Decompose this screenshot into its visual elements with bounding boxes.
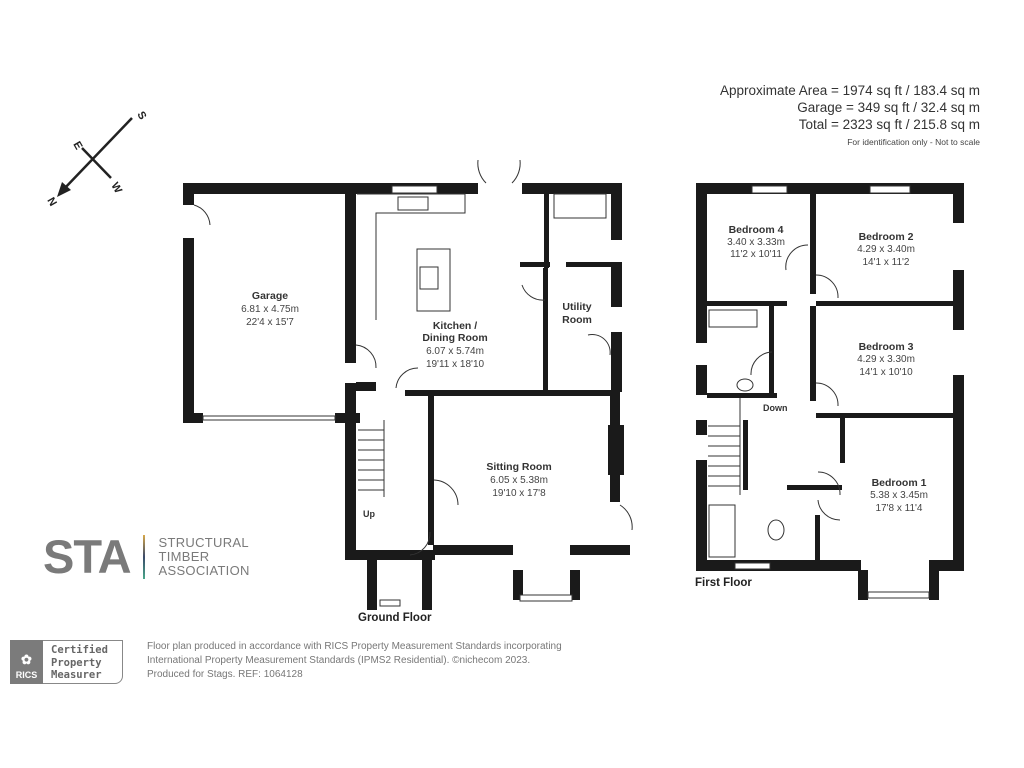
bedroom1-name: Bedroom 1 xyxy=(872,477,927,489)
ground-floor-label: Ground Floor xyxy=(358,612,432,624)
bedroom4-name: Bedroom 4 xyxy=(729,224,784,236)
utility-name-line1: Utility xyxy=(562,301,591,313)
rics-badge: ✿ RICS Certified Property Measurer xyxy=(10,640,123,684)
first-floor-label: First Floor xyxy=(695,577,752,589)
bedroom3-imperial: 14'1 x 10'10 xyxy=(859,367,913,378)
footer-disclaimer: Floor plan produced in accordance with R… xyxy=(147,640,562,682)
rics-lion-icon: ✿ xyxy=(21,652,32,667)
bedroom1-imperial: 17'8 x 11'4 xyxy=(875,503,922,514)
sta-line3: ASSOCIATION xyxy=(158,563,250,578)
stairs-down-label: Down xyxy=(763,403,788,413)
bedroom1-metric: 5.38 x 3.45m xyxy=(870,490,928,501)
garage-metric: 6.81 x 4.75m xyxy=(241,304,299,315)
bedroom3-metric: 4.29 x 3.30m xyxy=(857,354,915,365)
utility-name-line2: Room xyxy=(562,314,592,326)
sitting-room-metric: 6.05 x 5.38m xyxy=(490,475,548,486)
bedroom4-imperial: 11'2 x 10'11 xyxy=(730,249,782,260)
footer-line2: International Property Measurement Stand… xyxy=(147,655,531,666)
bedroom2-imperial: 14'1 x 11'2 xyxy=(862,257,909,268)
kitchen-name-line1: Kitchen / xyxy=(433,320,477,332)
sitting-room-imperial: 19'10 x 17'8 xyxy=(492,488,546,499)
sta-line2: TIMBER xyxy=(158,549,210,564)
stairs-up-label: Up xyxy=(363,509,375,519)
garage-name: Garage xyxy=(252,290,288,302)
area-summary: Approximate Area = 1974 sq ft / 183.4 sq… xyxy=(720,82,980,147)
total-area-text: Total = 2323 sq ft / 215.8 sq m xyxy=(798,117,980,132)
rics-logo-text: RICS xyxy=(15,670,38,680)
footer-line3: Produced for Stags. REF: 1064128 xyxy=(147,669,303,680)
compass-icon: S E W N xyxy=(44,110,148,209)
approx-area-text: Approximate Area = 1974 sq ft / 183.4 sq… xyxy=(719,83,980,98)
kitchen-metric: 6.07 x 5.74m xyxy=(426,346,484,357)
rics-logo: ✿ RICS xyxy=(10,640,43,684)
footer-line1: Floor plan produced in accordance with R… xyxy=(147,641,562,652)
scale-note: For identification only - Not to scale xyxy=(847,137,980,147)
garage-imperial: 22'4 x 15'7 xyxy=(246,317,294,328)
bedroom4-metric: 3.40 x 3.33m xyxy=(727,237,785,248)
bedroom2-name: Bedroom 2 xyxy=(859,231,914,243)
garage-area-text: Garage = 349 sq ft / 32.4 sq m xyxy=(797,100,980,115)
sta-divider xyxy=(142,535,145,579)
kitchen-imperial: 19'11 x 18'10 xyxy=(426,359,485,370)
bedroom2-metric: 4.29 x 3.40m xyxy=(857,244,915,255)
kitchen-name-line2: Dining Room xyxy=(422,332,487,344)
sta-logo: STA STRUCTURAL TIMBER ASSOCIATION xyxy=(43,533,250,581)
sta-abbr: STA xyxy=(43,530,132,583)
rics-certification: Certified Property Measurer xyxy=(43,640,123,684)
sta-line1: STRUCTURAL xyxy=(158,535,249,550)
sitting-room-name: Sitting Room xyxy=(486,461,551,473)
rics-cert-line1: Certified xyxy=(51,644,108,656)
rics-cert-line2: Property xyxy=(51,656,102,669)
rics-cert-line3: Measurer xyxy=(51,669,102,681)
bedroom3-name: Bedroom 3 xyxy=(859,341,914,353)
